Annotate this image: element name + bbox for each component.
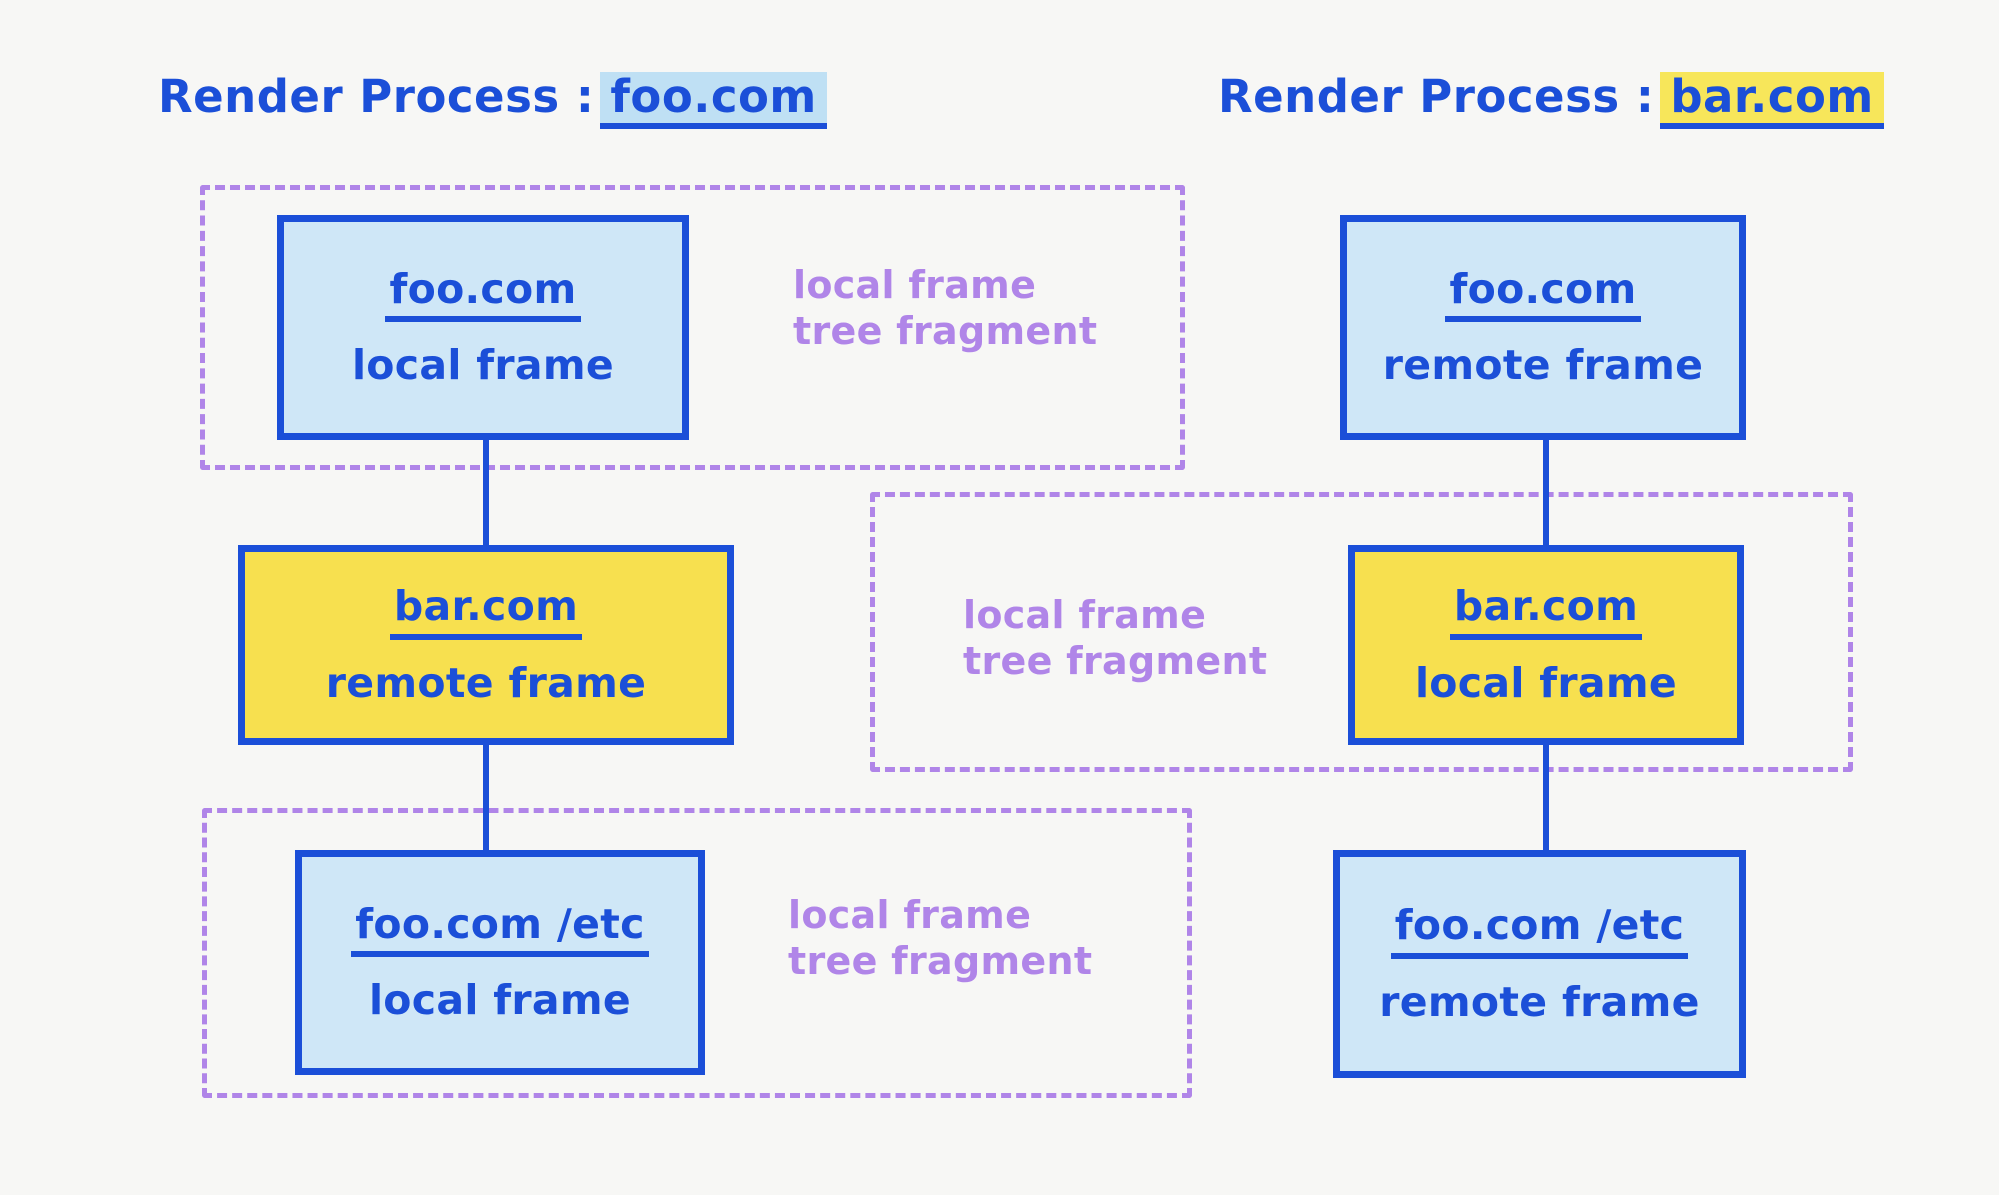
fragment-note-line1: local frame (788, 893, 1032, 937)
frame-box-right-2[interactable]: bar.com local frame (1348, 545, 1744, 745)
fragment-note-left-bottom: local frame tree fragment (788, 892, 1092, 985)
fragment-note-line1: local frame (963, 593, 1207, 637)
fragment-note-line1: local frame (793, 263, 1037, 307)
fragment-region-right-middle (870, 492, 1853, 772)
fragment-note-line2: tree fragment (788, 939, 1093, 984)
frame-kind: remote frame (1379, 977, 1700, 1026)
frame-origin: bar.com (389, 585, 583, 640)
frame-origin: bar.com (1449, 585, 1643, 640)
frame-kind: remote frame (1382, 341, 1704, 389)
frame-kind: local frame (368, 976, 632, 1024)
frame-origin: foo.com /etc (351, 902, 649, 957)
fragment-note-right-middle: local frame tree fragment (963, 592, 1267, 685)
frame-kind: remote frame (325, 658, 647, 707)
frame-kind: local frame (351, 341, 615, 389)
process-title-left: Render Process :foo.com (158, 72, 827, 129)
frame-origin: foo.com (1445, 267, 1641, 322)
connector-left-2 (483, 740, 489, 855)
process-title-left-label: Render Process : (158, 70, 595, 123)
fragment-note-line2: tree fragment (793, 309, 1098, 354)
fragment-region-left-top (200, 185, 1185, 470)
connector-right-2 (1543, 740, 1549, 855)
fragment-note-left-top: local frame tree fragment (793, 262, 1097, 355)
process-title-right: Render Process :bar.com (1218, 72, 1884, 129)
fragment-note-line2: tree fragment (963, 639, 1268, 684)
frame-box-left-2[interactable]: bar.com remote frame (238, 545, 734, 745)
frame-box-left-3[interactable]: foo.com /etc local frame (295, 850, 705, 1075)
frame-box-right-3[interactable]: foo.com /etc remote frame (1333, 850, 1746, 1078)
connector-left-1 (483, 440, 489, 555)
process-title-left-origin: foo.com (600, 72, 827, 129)
fragment-region-left-bottom (202, 808, 1192, 1098)
connector-right-1 (1543, 440, 1549, 555)
frame-origin: foo.com /etc (1390, 904, 1689, 959)
frame-box-left-1[interactable]: foo.com local frame (277, 215, 689, 440)
frame-box-right-1[interactable]: foo.com remote frame (1340, 215, 1746, 440)
process-title-right-label: Render Process : (1218, 70, 1655, 123)
frame-kind: local frame (1414, 658, 1678, 707)
frame-origin: foo.com (385, 267, 581, 322)
process-title-right-origin: bar.com (1660, 72, 1884, 129)
